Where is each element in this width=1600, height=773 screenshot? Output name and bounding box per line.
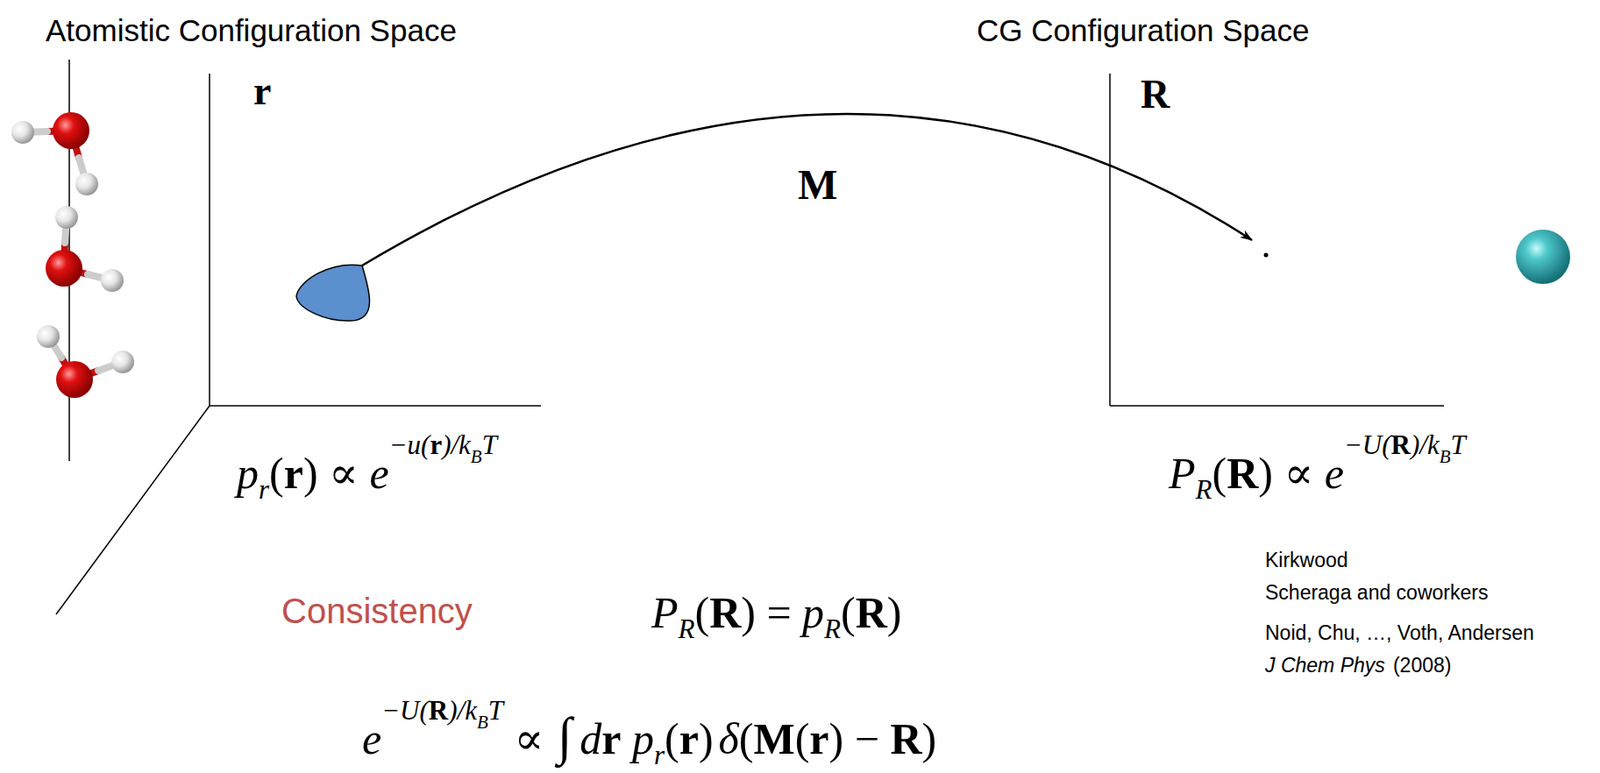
cg-axes	[1109, 73, 1444, 406]
mapping-equation-text: r	[679, 714, 699, 764]
water-molecules	[11, 112, 135, 399]
mapping-equation-text: −U(	[381, 695, 429, 726]
cg-distribution-text: B	[1439, 446, 1451, 468]
cg-point	[1264, 253, 1269, 258]
cg-distribution: PR(R)∝e−U(R)/kBT	[1168, 429, 1466, 506]
mapping-equation-text: ∫	[557, 707, 572, 766]
cg-distribution-text: ∝	[1283, 448, 1314, 498]
cg-distribution-text: R	[1391, 429, 1411, 461]
cg-distribution-text: e	[1324, 448, 1344, 498]
reference: J Chem Phys (2008)	[1265, 654, 1451, 677]
atomistic-distribution-text: )/k	[441, 429, 471, 461]
consistency-label-text: Consistency	[281, 591, 473, 631]
atomistic-distribution-text: )	[303, 448, 319, 498]
space-title-text: CG Configuration Space	[976, 13, 1309, 48]
reference: Kirkwood	[1265, 548, 1349, 572]
reference-text: Noid, Chu, …, Voth, Andersen	[1265, 621, 1535, 645]
mapping-equation-text: )	[922, 714, 938, 764]
mapping-equation-text: p	[632, 714, 655, 764]
cg-distribution-text: T	[1450, 429, 1466, 461]
reference-text: (2008)	[1393, 654, 1451, 677]
consistency-equation-text: p	[802, 588, 825, 638]
mapping-equation-text: )	[829, 714, 845, 764]
consistency-equation-text: R	[855, 588, 888, 638]
mapping-equation-text: r	[809, 714, 829, 764]
consistency-equation-text: R	[678, 613, 696, 645]
space-title-text: Atomistic Configuration Space	[45, 13, 457, 48]
mapping-equation-text: (	[795, 714, 811, 764]
consistency-equation-text: )	[740, 588, 756, 638]
mapping-equation-text: B	[476, 711, 489, 733]
atomistic-distribution-text: T	[482, 429, 498, 461]
space-title: CG Configuration Space	[976, 13, 1309, 49]
reference-text: Scheraga and coworkers	[1265, 581, 1488, 605]
atomistic-distribution-text: p	[236, 448, 259, 498]
cg-distribution-text: (	[1211, 448, 1227, 498]
configuration-region	[296, 264, 370, 321]
consistency-equation-text: (	[840, 588, 856, 638]
cg-bead	[1515, 229, 1571, 285]
cg-distribution-text: −U(	[1344, 429, 1392, 461]
atomistic-distribution-text: r	[258, 474, 270, 505]
axis-label: R	[1140, 71, 1170, 119]
cg-distribution-text: R	[1195, 474, 1213, 505]
mapping-equation-text: )	[698, 714, 714, 764]
atomistic-axes	[56, 73, 541, 615]
mapping-label: M	[797, 160, 838, 209]
mapping-equation-text: δ	[718, 714, 740, 764]
space-title: Atomistic Configuration Space	[45, 13, 457, 49]
axis-label-text: R	[1140, 71, 1170, 117]
mapping-equation-text: )/k	[448, 695, 477, 726]
consistency-equation-text: =	[766, 588, 791, 638]
mapping-equation-text: (	[664, 714, 680, 764]
atomistic-distribution-text: r	[284, 448, 304, 498]
mapping-equation-text: ∝	[514, 714, 545, 764]
atomistic-distribution: pr(r)∝e−u(r)/kBT	[236, 429, 498, 506]
mapping-equation-text: R	[428, 695, 448, 726]
atomistic-distribution-text: e	[369, 448, 389, 498]
reference-text: Kirkwood	[1265, 548, 1349, 572]
cg-distribution-text: R	[1226, 448, 1259, 498]
mapping-equation-text: (	[739, 714, 754, 764]
consistency-equation-text: (	[694, 588, 710, 638]
reference-text: J Chem Phys	[1265, 654, 1386, 677]
consistency-equation: PR(R)=pR(R)	[651, 588, 902, 646]
atomistic-distribution-text: ∝	[328, 448, 359, 498]
mapping-label-text: M	[797, 161, 838, 208]
consistency-equation-text: R	[709, 588, 741, 638]
cg-distribution-text: )	[1258, 448, 1273, 498]
cg-distribution-text: P	[1168, 448, 1196, 498]
axis-label: r	[253, 68, 271, 115]
mapping-equation-text: R	[889, 714, 922, 764]
mapping-equation-text: M	[753, 714, 796, 764]
atomistic-distribution-text: (	[269, 448, 285, 498]
atomistic-distribution-text: −u(	[389, 429, 431, 461]
mapping-arrow	[362, 113, 1252, 266]
consistency-label: Consistency	[281, 590, 473, 632]
atomistic-distribution-text: B	[470, 446, 483, 468]
consistency-equation-text: )	[887, 588, 903, 638]
mapping-equation-text: d	[579, 714, 602, 764]
mapping-equation-text: r	[601, 714, 621, 764]
mapping-equation: e−U(R)/kBT∝∫drpr(r)δ(M(r)−R)	[362, 695, 937, 772]
reference: Noid, Chu, …, Voth, Andersen	[1265, 621, 1535, 645]
consistency-equation-text: P	[651, 588, 679, 638]
mapping-equation-text: T	[488, 695, 504, 726]
mapping-equation-text: −	[854, 714, 880, 764]
mapping-equation-text: r	[654, 739, 665, 771]
mapping-equation-text: e	[362, 714, 382, 764]
atomistic-distribution-text: r	[429, 429, 442, 461]
reference: Scheraga and coworkers	[1265, 581, 1488, 605]
axis-label-text: r	[253, 68, 271, 114]
consistency-equation-text: R	[824, 613, 841, 645]
cg-distribution-text: )/k	[1410, 429, 1440, 461]
